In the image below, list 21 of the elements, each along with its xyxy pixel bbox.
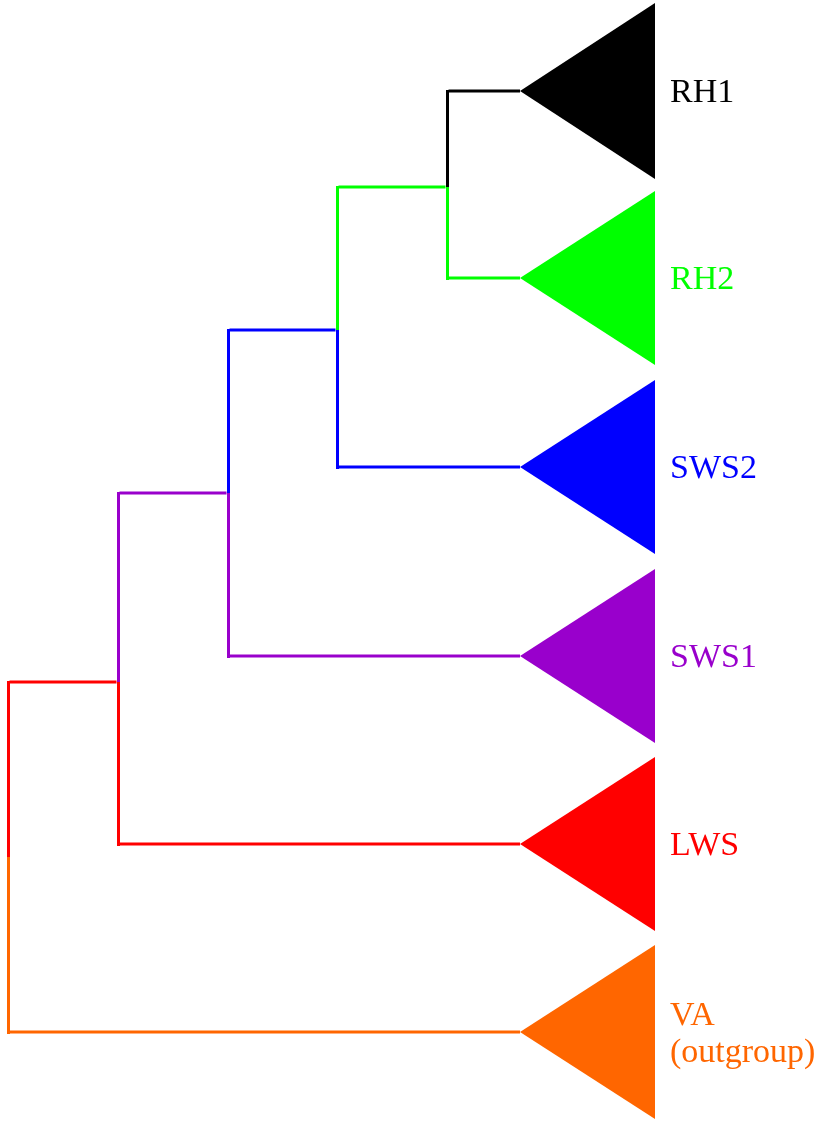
vertical-branch-line	[445, 89, 449, 280]
branch-line	[119, 491, 227, 495]
clade-label: RH1	[670, 72, 735, 110]
branch-line	[9, 680, 117, 684]
branch-line	[338, 465, 520, 469]
branch-line	[448, 89, 520, 93]
branch-line	[9, 1030, 520, 1034]
clade-label: RH2	[670, 259, 735, 297]
vertical-branch-line	[335, 185, 339, 469]
clade-label: SWS1	[670, 637, 757, 675]
clade-label: VA (outgroup)	[670, 994, 817, 1070]
clade-label: LWS	[670, 825, 740, 863]
clade-label: SWS2	[670, 448, 757, 486]
branch-line	[119, 842, 520, 846]
vertical-branch-line	[226, 328, 230, 658]
branch-line	[448, 276, 520, 280]
branch-line	[229, 654, 520, 658]
branch-line	[229, 328, 336, 332]
vertical-branch-line	[6, 680, 10, 1034]
vertical-branch-line	[116, 491, 120, 846]
branch-line	[338, 185, 446, 189]
